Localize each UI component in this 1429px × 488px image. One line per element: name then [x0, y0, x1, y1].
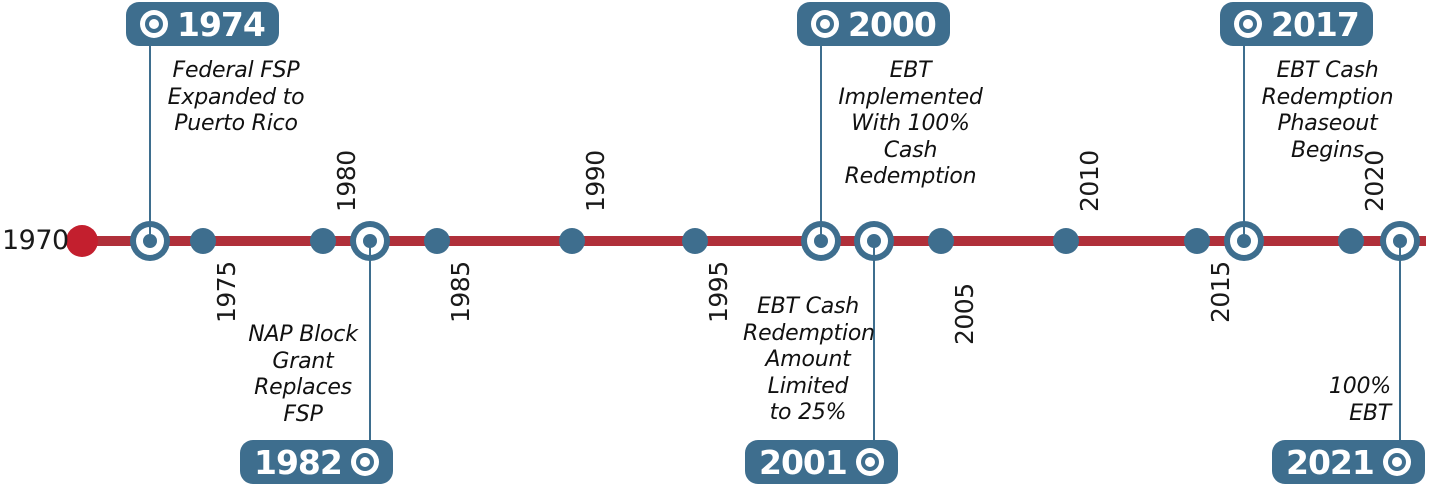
- timeline-start-year-label: 1970: [2, 225, 69, 256]
- year-label-1985: 1985: [446, 261, 475, 323]
- event-description-2000: EBT Implemented With 100% Cash Redemptio…: [838, 58, 983, 189]
- event-badge-2001[interactable]: 2001: [745, 440, 898, 484]
- tick-dot-2010: [1053, 228, 1079, 254]
- tick-dot-2015: [1184, 228, 1210, 254]
- connector-2017: [1243, 46, 1245, 242]
- year-label-1995: 1995: [704, 261, 733, 323]
- timeline-start-dot-icon: [66, 225, 98, 257]
- event-badge-2021[interactable]: 2021: [1272, 440, 1425, 484]
- year-label-2010: 2010: [1075, 150, 1104, 212]
- tick-dot-1980: [310, 228, 336, 254]
- tick-dot-2005: [928, 228, 954, 254]
- connector-2021: [1399, 242, 1401, 440]
- tick-dot-2020: [1338, 228, 1364, 254]
- target-icon: [1382, 448, 1411, 476]
- target-icon: [140, 10, 168, 38]
- event-badge-year-2001: 2001: [759, 442, 848, 482]
- event-badge-year-2021: 2021: [1286, 442, 1375, 482]
- connector-2001: [873, 242, 875, 440]
- year-label-1980: 1980: [332, 150, 361, 212]
- tick-dot-1985: [424, 228, 450, 254]
- event-description-1974: Federal FSP Expanded to Puerto Rico: [167, 58, 305, 136]
- event-badge-1982[interactable]: 1982: [240, 440, 393, 484]
- connector-2000: [820, 46, 822, 242]
- year-label-2015: 2015: [1206, 261, 1235, 323]
- target-icon: [350, 448, 379, 476]
- year-label-1975: 1975: [212, 261, 241, 323]
- target-icon: [855, 448, 884, 476]
- tick-dot-1990: [559, 228, 585, 254]
- event-description-2001: EBT Cash Redemption Amount Limited to 25…: [743, 294, 875, 425]
- tick-dot-1975: [190, 228, 216, 254]
- event-badge-2000[interactable]: 2000: [797, 2, 950, 46]
- event-badge-year-1982: 1982: [254, 442, 343, 482]
- event-marker-2021[interactable]: [1380, 221, 1420, 261]
- timeline-axis-line: [78, 236, 1426, 246]
- year-label-2005: 2005: [950, 283, 979, 345]
- target-icon: [1234, 10, 1262, 38]
- event-badge-year-2017: 2017: [1271, 4, 1360, 44]
- connector-1982: [369, 242, 371, 440]
- event-description-1982: NAP Block Grant Replaces FSP: [248, 322, 358, 427]
- target-icon: [811, 10, 839, 38]
- event-badge-2017[interactable]: 2017: [1220, 2, 1373, 46]
- tick-dot-1995: [682, 228, 708, 254]
- event-badge-year-1974: 1974: [177, 4, 266, 44]
- event-description-2021: 100% EBT: [1328, 374, 1391, 426]
- event-badge-1974[interactable]: 1974: [126, 2, 279, 46]
- connector-1974: [149, 46, 151, 242]
- year-label-1990: 1990: [581, 150, 610, 212]
- event-badge-year-2000: 2000: [848, 4, 937, 44]
- event-description-2017: EBT Cash Redemption Phaseout Begins: [1261, 58, 1394, 163]
